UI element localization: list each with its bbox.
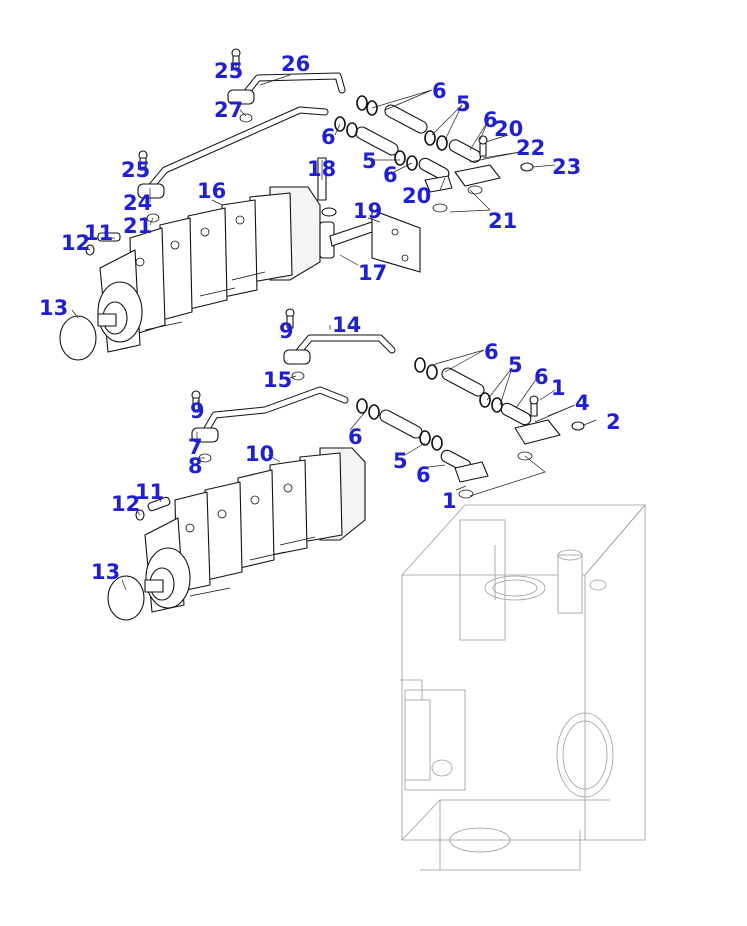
callout-25: 25 [121,158,150,182]
callout-12: 12 [61,231,90,255]
callout-22: 22 [516,136,545,160]
callout-10: 10 [245,442,274,466]
callout-17: 17 [358,261,387,285]
callout-5: 5 [508,353,523,377]
callout-9: 9 [190,399,205,423]
callout-6: 6 [534,365,549,389]
callout-6: 6 [348,425,363,449]
callout-24: 24 [123,191,152,215]
callout-5: 5 [362,149,377,173]
callout-6: 6 [416,463,431,487]
callout-13: 13 [91,560,120,584]
lower-pipe-run [135,308,585,521]
callout-21: 21 [488,209,517,233]
callout-6: 6 [484,340,499,364]
callout-5: 5 [456,92,471,116]
callout-1: 1 [442,489,457,513]
callout-25: 25 [214,59,243,83]
callout-14: 14 [332,313,361,337]
callout-19: 19 [353,199,382,223]
hydraulic-tank-housing [400,503,646,871]
callout-4: 4 [575,391,590,415]
callout-7: 7 [188,435,203,459]
callout-21: 21 [123,214,152,238]
callout-5: 5 [393,449,408,473]
callout-20: 20 [402,184,431,208]
callout-11: 11 [135,480,164,504]
callout-23: 23 [552,155,581,179]
callout-26: 26 [281,52,310,76]
callout-18: 18 [307,157,336,181]
callout-20: 20 [494,117,523,141]
callout-labels: 26 25 27 6 5 6 20 6 22 23 18 5 6 25 16 2… [39,52,621,584]
leader-lines [71,62,597,591]
callout-15: 15 [263,368,292,392]
callout-2: 2 [606,410,621,434]
callout-6: 6 [321,125,336,149]
upper-pipe-run [85,48,534,273]
callout-27: 27 [214,98,243,122]
callout-6: 6 [483,108,498,132]
upper-tandem-pump [59,186,321,361]
callout-13: 13 [39,296,68,320]
callout-16: 16 [197,179,226,203]
callout-6: 6 [432,79,447,103]
lower-tandem-pump [107,447,366,621]
callout-8: 8 [188,454,203,478]
callout-11: 11 [84,221,113,245]
callout-6: 6 [383,163,398,187]
callout-9: 9 [279,319,294,343]
callout-12: 12 [111,492,140,516]
callout-1: 1 [551,376,566,400]
